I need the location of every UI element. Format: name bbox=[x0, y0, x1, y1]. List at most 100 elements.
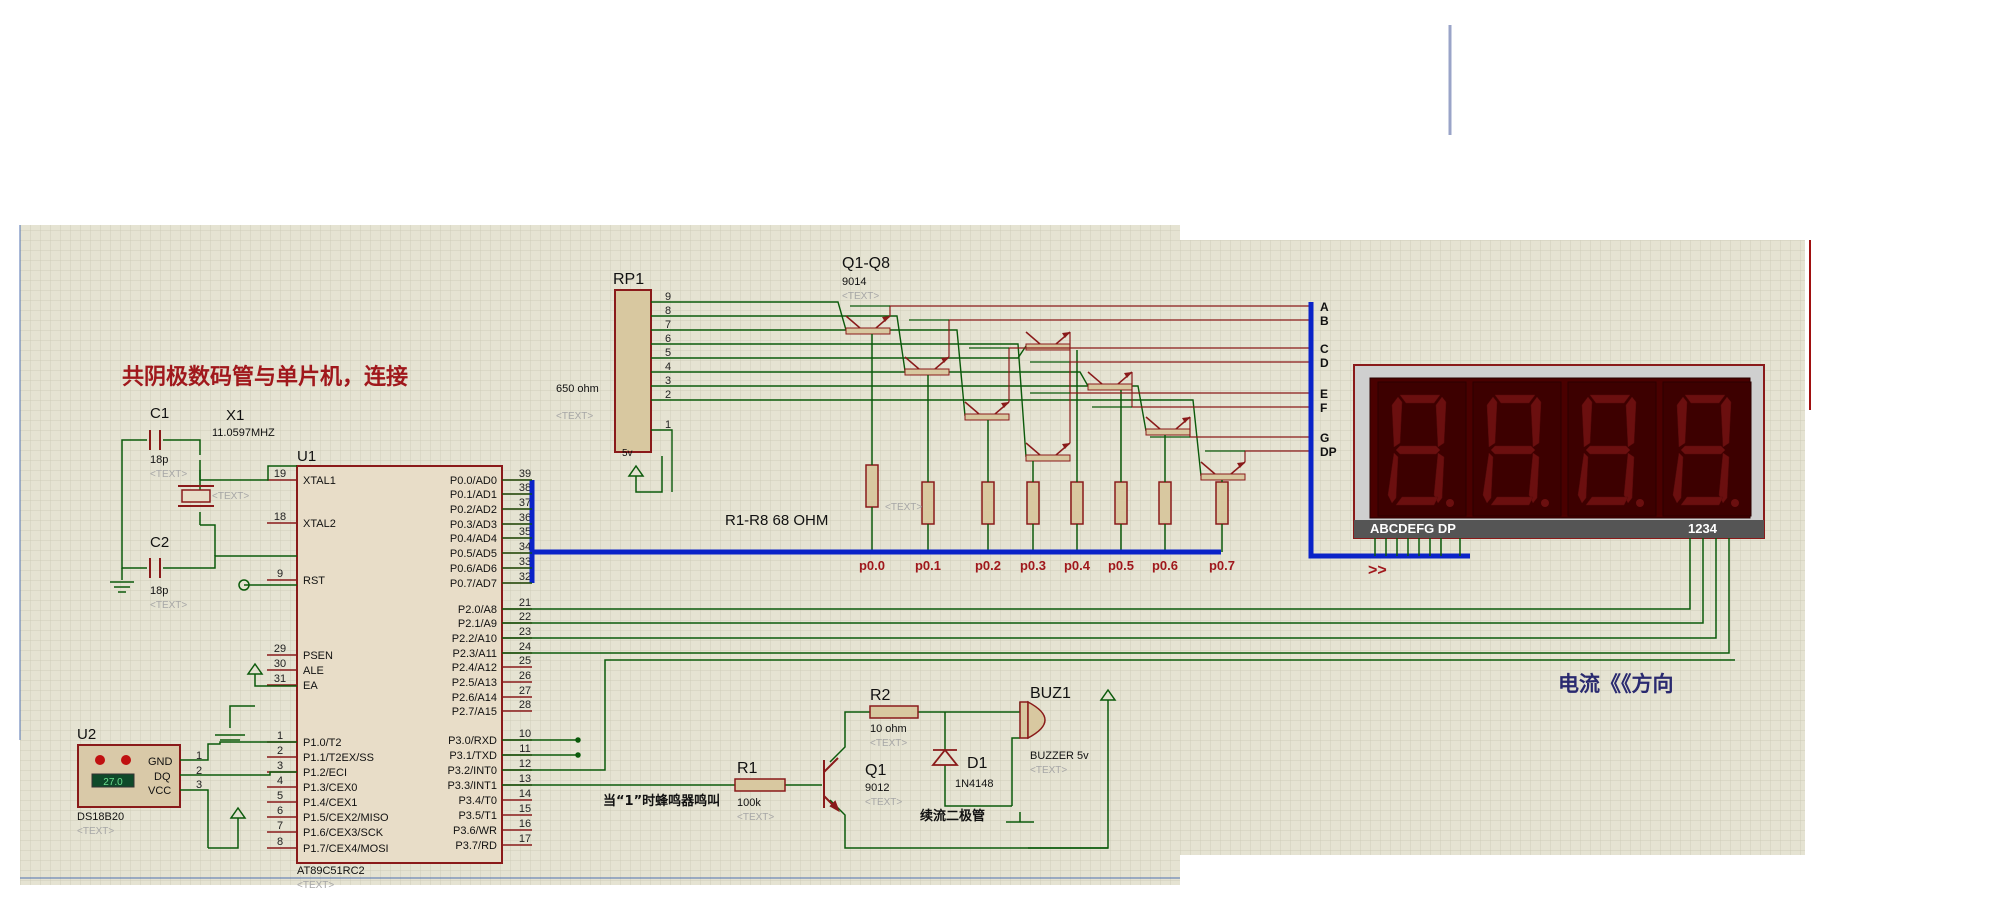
mcu-pin-name: P2.6/A14 bbox=[452, 692, 497, 704]
mcu-pin-name: XTAL2 bbox=[303, 518, 336, 530]
mcu-pin-number: 10 bbox=[519, 728, 531, 740]
buzzer-buz1[interactable]: BUZ1 BUZZER 5v <TEXT> bbox=[1019, 685, 1089, 776]
capacitor-c2[interactable] bbox=[149, 558, 161, 578]
capacitor-c1[interactable] bbox=[149, 430, 161, 450]
r2-text-placeholder: <TEXT> bbox=[870, 738, 907, 749]
port-resistor[interactable] bbox=[1026, 461, 1040, 552]
segment-driver-transistor[interactable] bbox=[1025, 442, 1071, 462]
p0-bus-stubs bbox=[502, 479, 532, 584]
sensor-display-value: 27.0 bbox=[103, 777, 123, 788]
digit-segment bbox=[1720, 396, 1732, 448]
diode-d1[interactable] bbox=[931, 748, 959, 766]
mcu-pin-name: P2.5/A13 bbox=[452, 677, 497, 689]
buz1-part: BUZZER 5v bbox=[1030, 750, 1089, 762]
segment-label: G bbox=[1320, 431, 1329, 445]
digit-segment bbox=[1676, 396, 1688, 448]
mcu-ref-label: U1 bbox=[297, 448, 316, 465]
mcu-pin-name: P2.4/A12 bbox=[452, 662, 497, 674]
mcu-pin-number: 33 bbox=[519, 556, 531, 568]
segment-driver-transistor[interactable] bbox=[904, 356, 950, 376]
digit-dp bbox=[1731, 499, 1739, 507]
port-resistor[interactable] bbox=[865, 334, 879, 552]
digit-segment bbox=[1528, 452, 1540, 504]
mcu-pin-name: P1.3/CEX0 bbox=[303, 782, 357, 794]
segment-driver-transistor[interactable] bbox=[1087, 371, 1133, 391]
port-resistor[interactable] bbox=[1215, 480, 1229, 552]
seven-segment-display[interactable]: ABCDEFG DP 1234 bbox=[1353, 364, 1765, 539]
rp1-pin-number: 9 bbox=[665, 291, 671, 303]
sensor-u2[interactable]: 27.0 U2 DS18B20 <TEXT> GND DQ VCC 1 2 3 bbox=[77, 726, 202, 837]
mcu-pin-name: P0.5/AD5 bbox=[450, 548, 497, 560]
sensor-ref: U2 bbox=[77, 726, 96, 743]
crystal-text-placeholder: <TEXT> bbox=[212, 491, 249, 502]
mcu-pin-name: P1.5/CEX2/MISO bbox=[303, 812, 389, 824]
mcu-pin-name: P0.7/AD7 bbox=[450, 578, 497, 590]
segment-label: E bbox=[1320, 387, 1328, 401]
port-resistor[interactable] bbox=[1158, 435, 1172, 552]
mcu-pin-number: 5 bbox=[277, 790, 283, 802]
port-resistor[interactable] bbox=[1114, 390, 1128, 552]
crystal-value: 11.0597MHZ bbox=[212, 427, 275, 439]
transistor-q1[interactable] bbox=[823, 757, 840, 813]
mcu-pin-number: 7 bbox=[277, 820, 283, 832]
digit-segment bbox=[1672, 452, 1684, 504]
segment-driver-transistor[interactable] bbox=[1025, 331, 1071, 351]
mcu-pin-name: P2.3/A11 bbox=[453, 648, 497, 660]
digit-segment bbox=[1395, 496, 1439, 506]
data-bus bbox=[529, 302, 1470, 583]
port-resistor[interactable] bbox=[1070, 350, 1084, 552]
c1-ref: C1 bbox=[150, 405, 169, 422]
mcu-pin-number: 30 bbox=[274, 658, 286, 670]
rp1-pin-number: 4 bbox=[665, 361, 671, 373]
crystal-x1[interactable]: X1 11.0597MHZ <TEXT> bbox=[178, 407, 275, 507]
c2-ref: C2 bbox=[150, 534, 169, 551]
sensor-pin-num-1: 1 bbox=[196, 750, 202, 762]
buz1-ref: BUZ1 bbox=[1030, 685, 1071, 702]
resistor-r2[interactable]: R2 10 ohm <TEXT> bbox=[869, 687, 919, 749]
sensor-pin-num-3: 3 bbox=[196, 779, 202, 791]
mcu-pin-name: P3.2/INT0 bbox=[447, 765, 497, 777]
resistor-r1-buzzer[interactable]: R1 100k <TEXT> bbox=[734, 760, 786, 823]
segment-label: B bbox=[1320, 314, 1329, 328]
segment-driver-transistor[interactable] bbox=[964, 401, 1010, 421]
mcu-pin-number: 4 bbox=[277, 775, 283, 787]
digit-segment bbox=[1433, 452, 1445, 504]
sensor-pin-num-2: 2 bbox=[196, 765, 202, 777]
display-pin-stubs bbox=[1374, 538, 1461, 556]
port-resistor[interactable] bbox=[921, 375, 935, 552]
port-label: p0.2 bbox=[975, 558, 1001, 573]
mcu-pin-number: 27 bbox=[519, 685, 531, 697]
mcu-u1[interactable]: U1 AT89C51RC2 <TEXT> 19XTAL118XTAL29RST2… bbox=[267, 448, 532, 891]
digit-segment bbox=[1684, 394, 1726, 404]
buzzer-note: 当“1”时蜂鸣器鸣叫 bbox=[603, 793, 720, 809]
freewheel-diode-note: 续流二极管 bbox=[920, 808, 985, 824]
mcu-pin-name: P0.1/AD1 bbox=[450, 489, 497, 501]
display-digit bbox=[1662, 381, 1752, 517]
rp1-pin-number: 1 bbox=[665, 419, 671, 431]
c2-text-placeholder: <TEXT> bbox=[150, 600, 187, 611]
port-label: p0.1 bbox=[915, 558, 941, 573]
port-resistor[interactable] bbox=[981, 420, 995, 552]
segment-bus-lines bbox=[850, 305, 1311, 462]
rp1-text-placeholder: <TEXT> bbox=[556, 411, 593, 422]
mcu-pin-name: P0.2/AD2 bbox=[450, 504, 497, 516]
segment-driver-transistor[interactable] bbox=[845, 315, 891, 335]
crystal-ref: X1 bbox=[226, 407, 244, 424]
mcu-pin-name: P1.7/CEX4/MOSI bbox=[303, 843, 389, 855]
segment-driver-transistors[interactable] bbox=[845, 315, 1246, 481]
mcu-pin-number: 36 bbox=[519, 512, 531, 524]
mcu-pin-number: 1 bbox=[277, 730, 283, 742]
segment-driver-transistor[interactable] bbox=[1200, 461, 1246, 481]
d1-ref: D1 bbox=[967, 755, 988, 772]
mcu-pin-name: P3.1/TXD bbox=[449, 750, 497, 762]
mcu-text-placeholder: <TEXT> bbox=[297, 880, 334, 891]
mcu-pin-name: P2.1/A9 bbox=[458, 618, 497, 630]
digit-segment bbox=[1486, 396, 1498, 448]
digit-segment bbox=[1482, 452, 1494, 504]
rp1-to-transistor-wires bbox=[651, 301, 1202, 492]
port-resistors-r1-r8[interactable]: <TEXT> bbox=[865, 334, 1229, 552]
